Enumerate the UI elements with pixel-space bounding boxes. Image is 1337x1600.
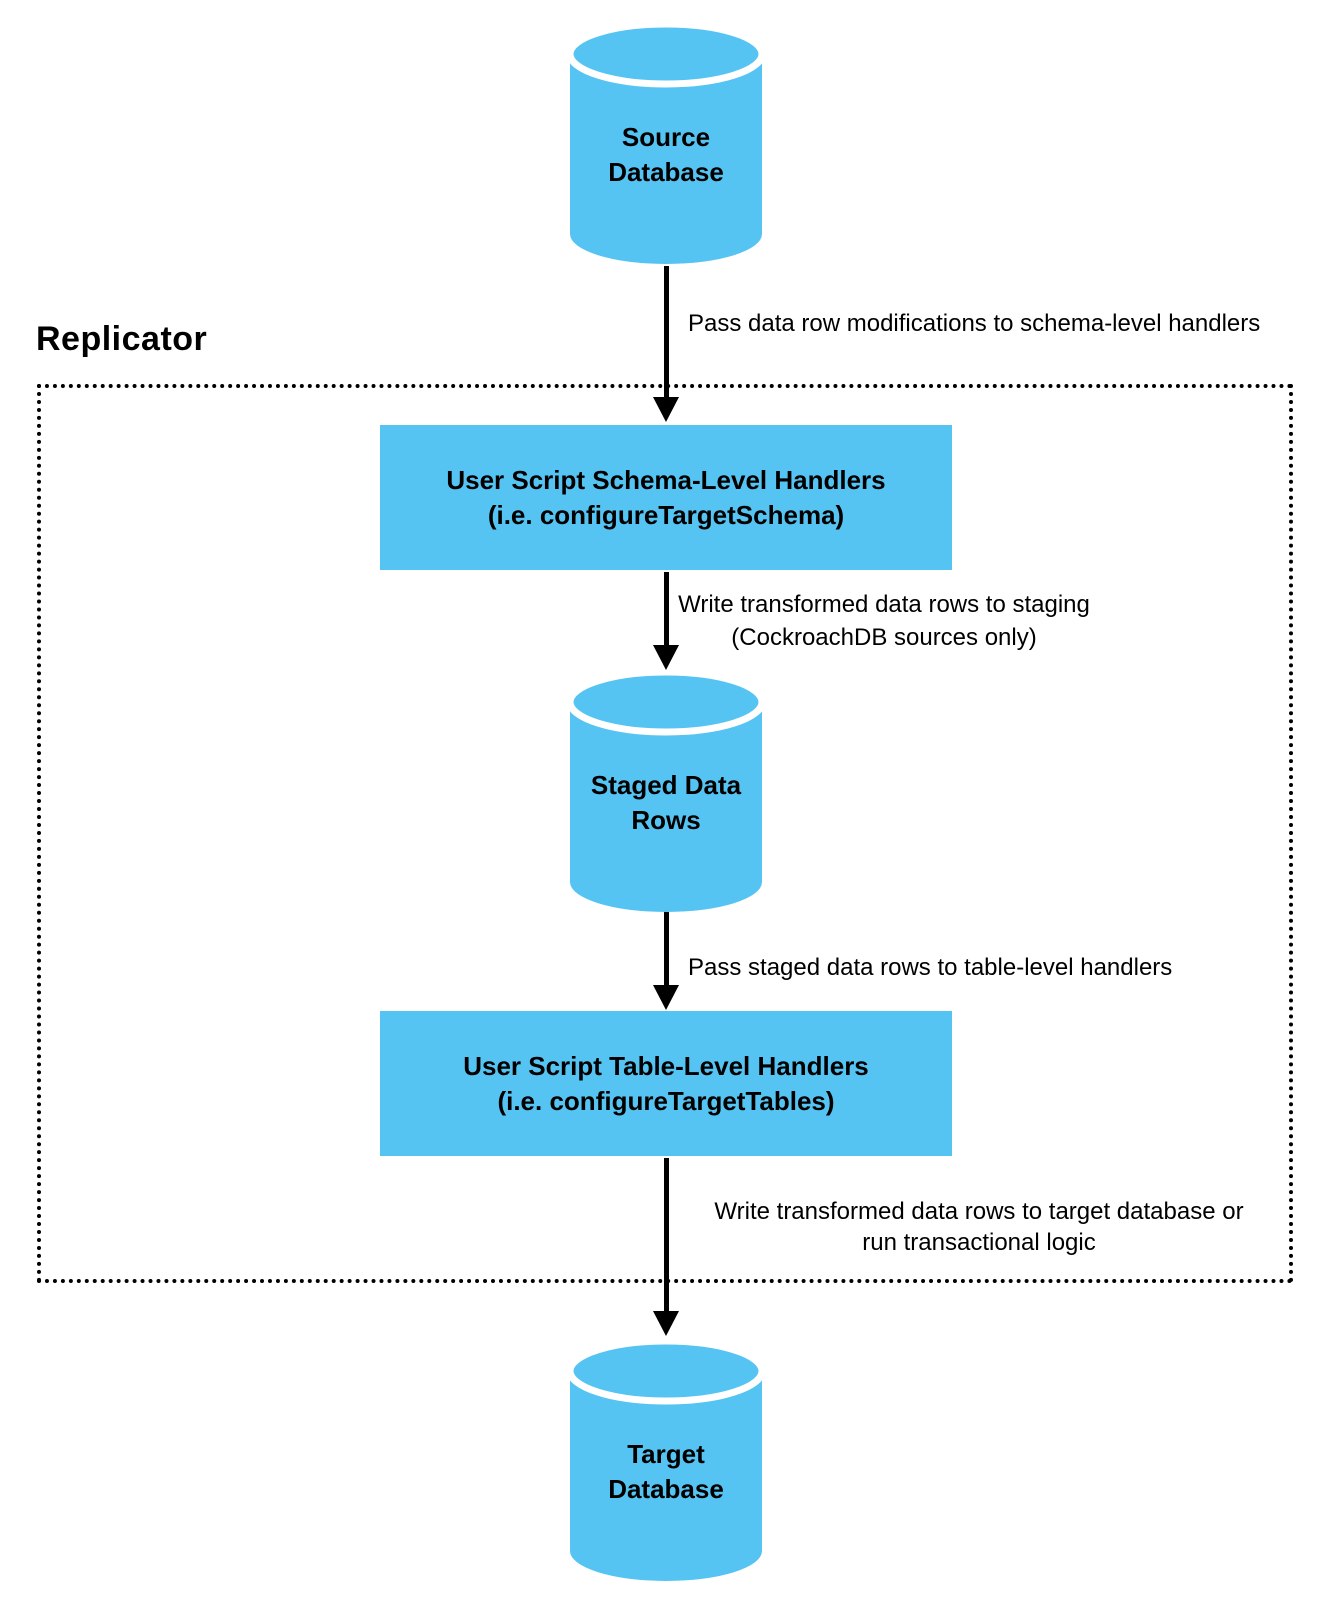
database-cylinder-icon <box>570 24 762 264</box>
arrow-head-icon <box>653 1311 679 1336</box>
cylinder-body <box>570 702 762 912</box>
edge-label-table-to-target: Write transformed data rows to target da… <box>664 1196 1294 1258</box>
schema-level-handlers-node: User Script Schema-Level Handlers (i.e. … <box>380 425 952 570</box>
edge-label-schema-to-staged: Write transformed data rows to staging (… <box>676 588 1092 654</box>
label-line: Pass data row modifications to schema-le… <box>688 310 1261 337</box>
replicator-title: Replicator <box>36 320 208 358</box>
cylinder-top <box>570 672 762 736</box>
arrow-head-icon <box>653 985 679 1010</box>
label-line: Staged Data <box>590 769 742 800</box>
cylinder-body <box>570 1371 762 1581</box>
target-database-label: Target Database <box>570 1379 762 1564</box>
label-line: (CockroachDB sources only) <box>731 624 1037 651</box>
label-line: Pass staged data rows to table-level han… <box>688 954 1173 981</box>
label-line: (i.e. configureTargetTables) <box>497 1085 835 1116</box>
edge-label-staged-to-table: Pass staged data rows to table-level han… <box>688 952 1172 984</box>
label-line: run transactional logic <box>862 1229 1096 1256</box>
label-line: Rows <box>631 804 701 835</box>
label-line: Database <box>608 1473 724 1504</box>
cylinder-top <box>570 24 762 88</box>
arrow-shaft <box>663 912 669 985</box>
arrow-staged-to-table <box>653 912 679 1010</box>
arrow-table-to-target <box>653 1158 679 1336</box>
label-line: (i.e. configureTargetSchema) <box>487 499 845 530</box>
label-line: User Script Table-Level Handlers <box>463 1050 869 1081</box>
label-line: Target <box>627 1438 705 1469</box>
cylinder-body <box>570 54 762 264</box>
label-line: Source <box>621 121 711 152</box>
arrow-shaft <box>663 572 669 645</box>
staged-data-rows-node: Staged Data Rows <box>570 672 762 912</box>
table-level-handlers-node: User Script Table-Level Handlers (i.e. c… <box>380 1011 952 1156</box>
arrow-schema-to-staged <box>653 572 679 670</box>
database-cylinder-icon <box>570 1341 762 1581</box>
source-database-label: Source Database <box>570 62 762 247</box>
label-line: Write transformed data rows to staging <box>678 591 1090 618</box>
staged-data-rows-label: Staged Data Rows <box>570 710 762 895</box>
arrow-head-icon <box>653 397 679 422</box>
cylinder-top <box>570 1341 762 1405</box>
edge-label-source-to-schema: Pass data row modifications to schema-le… <box>688 308 1260 340</box>
arrow-shaft <box>663 266 669 397</box>
label-line: User Script Schema-Level Handlers <box>446 464 886 495</box>
source-database-node: Source Database <box>570 24 762 264</box>
arrow-head-icon <box>653 645 679 670</box>
arrow-shaft <box>663 1158 669 1311</box>
label-line: Write transformed data rows to target da… <box>714 1198 1244 1225</box>
arrow-source-to-schema <box>653 266 679 422</box>
database-cylinder-icon <box>570 672 762 912</box>
label-line: Database <box>608 156 724 187</box>
target-database-node: Target Database <box>570 1341 762 1581</box>
